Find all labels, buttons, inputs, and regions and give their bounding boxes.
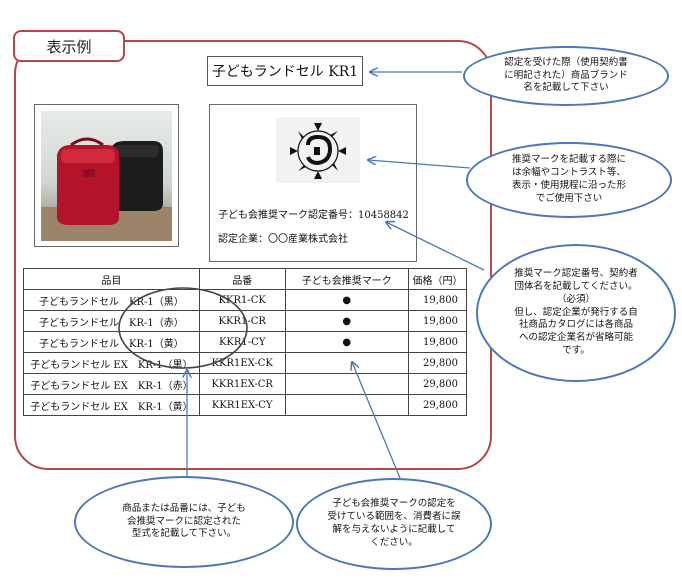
row-price: 29,800 <box>407 373 468 395</box>
recommendation-mark-logo-icon <box>276 117 360 183</box>
brand-name-box: 子どもランドセル KR1 <box>207 56 363 86</box>
callout-model-number: 商品または品番には、子ども 会推奨マークに認定された 型式を記載して下さい。 <box>74 476 294 568</box>
row-code: KKR1EX-CY <box>198 394 286 416</box>
row-price: 29,800 <box>407 352 468 374</box>
table-row: 子どもランドセル KR-1（黒） KKR1-CK ● 19,800 <box>23 289 468 311</box>
row-item: 子どもランドセル EX KR-1（赤） <box>23 373 200 395</box>
table-row: 子どもランドセル KR-1（赤） KKR1-CR ● 19,800 <box>23 310 468 332</box>
table-row: 子どもランドセル EX KR-1（黒） KKR1EX-CK 29,800 <box>23 352 468 374</box>
table-row: 子どもランドセル KR-1（黄） KKR1-CY ● 19,800 <box>23 331 468 353</box>
row-mark: ● <box>284 289 409 311</box>
callout-certification-number: 推奨マーク認定番号、契約者 団体名を記載してください。 （必須） 但し、認定企業… <box>476 244 676 382</box>
callout-mark-usage: 推奨マークを記載する際に は余幅やコントラスト等、 表示・使用規程に沿った形 で… <box>466 142 672 218</box>
row-price: 19,800 <box>407 289 468 311</box>
row-mark <box>284 352 409 374</box>
row-item: 子どもランドセル EX KR-1（黒） <box>23 352 200 374</box>
row-price: 29,800 <box>407 394 468 416</box>
row-item: 子どもランドセル EX KR-1（黄） <box>23 394 200 416</box>
table-header-row: 品目 品番 子ども会推奨マーク 価格（円） <box>23 268 468 290</box>
certified-company: 認定企業：〇〇産業株式会社 <box>218 234 348 245</box>
row-price: 19,800 <box>407 331 468 353</box>
table-row: 子どもランドセル EX KR-1（赤） KKR1EX-CR 29,800 <box>23 373 468 395</box>
certificate-box: 子ども会推奨マーク認定番号：10458842 認定企業：〇〇産業株式会社 <box>209 104 417 262</box>
randoseru-photo-icon <box>41 111 172 241</box>
row-code: KKR1-CK <box>198 289 286 311</box>
header-code: 品番 <box>198 268 286 290</box>
row-code: KKR1EX-CR <box>198 373 286 395</box>
mark-logo-area <box>276 117 360 183</box>
row-item: 子どもランドセル KR-1（黒） <box>23 289 200 311</box>
header-price: 価格（円） <box>407 268 468 290</box>
row-price: 19,800 <box>407 310 468 332</box>
certification-number: 子ども会推奨マーク認定番号：10458842 <box>218 210 409 221</box>
row-code: KKR1EX-CK <box>198 352 286 374</box>
row-mark: ● <box>284 331 409 353</box>
row-code: KKR1-CR <box>198 310 286 332</box>
row-mark <box>284 394 409 416</box>
row-item: 子どもランドセル KR-1（赤） <box>23 310 200 332</box>
table-row: 子どもランドセル EX KR-1（黄） KKR1EX-CY 29,800 <box>23 394 468 416</box>
row-mark <box>284 373 409 395</box>
example-frame <box>14 40 492 470</box>
callout-brand-name: 認定を受けた際（使用契約書 に明記された）商品ブランド 名を記載して下さい <box>463 46 669 106</box>
row-item: 子どもランドセル KR-1（黄） <box>23 331 200 353</box>
callout-certification-scope: 子ども会推奨マークの認定を 受けている範囲を、消費者に誤 解を与えないように記載… <box>296 478 492 570</box>
product-table: 品目 品番 子ども会推奨マーク 価格（円） 子どもランドセル KR-1（黒） K… <box>23 268 468 416</box>
example-label: 表示例 <box>13 30 125 62</box>
header-item: 品目 <box>23 268 200 290</box>
row-mark: ● <box>284 310 409 332</box>
product-photo <box>34 104 179 247</box>
row-code: KKR1-CY <box>198 331 286 353</box>
header-mark: 子ども会推奨マーク <box>284 268 409 290</box>
